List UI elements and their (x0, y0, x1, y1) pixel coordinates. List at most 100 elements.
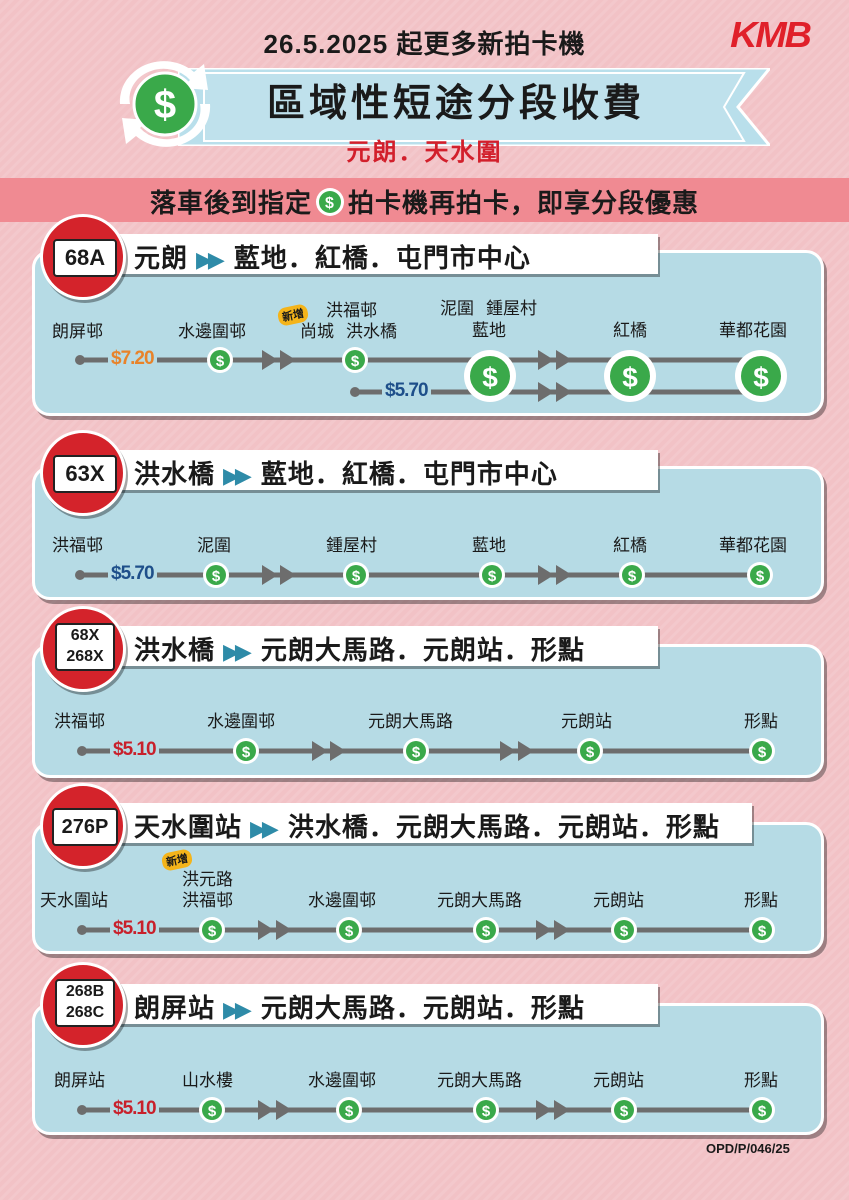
dollar-refresh-icon: $ (342, 347, 368, 373)
stop-label: 洪福邨 (52, 536, 103, 555)
dot-icon (350, 387, 360, 397)
route-number: 276P (52, 808, 118, 846)
route-title: 洪水橋▶▶藍地．紅橋．屯門市中心 (134, 454, 558, 491)
svg-text:$: $ (482, 1103, 491, 1120)
stop-label: 鍾屋村 (326, 536, 377, 555)
svg-text:$: $ (488, 568, 497, 585)
route-number-line: 268B (65, 983, 105, 1000)
route-number-line: 68X (70, 627, 100, 644)
route-title-bar (92, 984, 658, 1024)
route-destination: 藍地．紅橋．屯門市中心 (260, 459, 558, 489)
route-number-line: 268X (66, 648, 104, 665)
route-destination: 洪水橋．元朗大馬路．元朗站．形點 (287, 812, 720, 842)
stop-label: 泥圍 (197, 536, 231, 555)
fare-label: $5.10 (110, 1098, 159, 1120)
svg-text:$: $ (345, 923, 354, 940)
svg-text:$: $ (412, 744, 421, 761)
svg-text:$: $ (351, 353, 360, 370)
stop-label: 洪福邨 (54, 712, 105, 731)
page-subtitle: 元朗．天水圍 (346, 139, 503, 166)
stop-label: 鍾屋村 (486, 299, 537, 318)
route-destination: 元朗大馬路．元朗站．形點 (260, 635, 585, 665)
dollar-refresh-icon: $ (316, 188, 344, 216)
fare-label: $5.10 (110, 918, 159, 940)
stop-label: 水邊圍邨 (308, 891, 376, 910)
dollar-refresh-icon: $ (735, 350, 787, 402)
stop-label: 元朗大馬路 (368, 712, 453, 731)
svg-text:$: $ (620, 1103, 629, 1120)
svg-text:$: $ (216, 353, 225, 370)
svg-text:$: $ (756, 568, 765, 585)
fare-label: $5.10 (110, 739, 159, 761)
svg-text:$: $ (325, 195, 335, 212)
route-origin: 洪水橋 (134, 635, 216, 665)
route-title: 天水圍站▶▶洪水橋．元朗大馬路．元朗站．形點 (134, 807, 720, 844)
stop-label: 天水圍站 (40, 891, 108, 910)
double-arrow-icon (538, 350, 554, 370)
title-ribbon (178, 68, 770, 146)
svg-text:$: $ (586, 744, 595, 761)
svg-text:$: $ (154, 83, 176, 127)
dollar-refresh-icon: $ (604, 350, 656, 402)
route-number: 63X (53, 455, 117, 493)
svg-text:$: $ (482, 923, 491, 940)
route-title: 洪水橋▶▶元朗大馬路．元朗站．形點 (134, 630, 585, 667)
svg-text:$: $ (482, 362, 498, 393)
svg-text:$: $ (758, 744, 767, 761)
route-title: 元朗▶▶藍地．紅橋．屯門市中心 (134, 238, 531, 275)
stop-label: 元朗站 (593, 891, 644, 910)
route-origin: 朗屏站 (134, 993, 216, 1023)
stop-label: 朗屏邨 (52, 322, 103, 341)
stop-label: 朗屏站 (54, 1071, 105, 1090)
kmb-logo: KMB (730, 14, 812, 55)
stop-label: 藍地 (472, 536, 506, 555)
svg-text:$: $ (758, 923, 767, 940)
route-title-bar (92, 626, 658, 666)
route-destination: 藍地．紅橋．屯門市中心 (233, 243, 531, 273)
double-arrow-icon (538, 382, 554, 402)
svg-text:$: $ (242, 744, 251, 761)
stop-label: 元朗站 (593, 1071, 644, 1090)
svg-text:$: $ (753, 362, 769, 393)
dot-icon (75, 355, 85, 365)
svg-text:$: $ (620, 923, 629, 940)
stop-label: 水邊圍邨 (207, 712, 275, 731)
route-title-bar (92, 803, 752, 843)
route-number: 268B 268C (55, 979, 115, 1027)
route-panel-268b (32, 1003, 824, 1135)
date-line: 26.5.2025 起更多新拍卡機 (263, 29, 586, 59)
stop-label: 洪福邨 (326, 301, 377, 320)
stop-label: 尚城 (300, 322, 334, 341)
route-number: 68A (53, 239, 117, 277)
fare-label: $5.70 (108, 563, 157, 585)
document-code: OPD/P/046/25 (706, 1141, 790, 1156)
route-title-bar (92, 450, 658, 490)
svg-text:$: $ (622, 362, 638, 393)
svg-text:$: $ (212, 568, 221, 585)
route-title: 朗屏站▶▶元朗大馬路．元朗站．形點 (134, 988, 585, 1025)
stop-label: 元朗大馬路 (437, 1071, 522, 1090)
svg-text:$: $ (758, 1103, 767, 1120)
dollar-refresh-icon: $ (119, 61, 211, 147)
svg-text:$: $ (352, 568, 361, 585)
route-number: 68X 268X (55, 623, 115, 671)
svg-text:$: $ (208, 1103, 217, 1120)
route-origin: 天水圍站 (134, 812, 243, 842)
route-origin: 洪水橋 (134, 459, 216, 489)
stop-label: 水邊圍邨 (308, 1071, 376, 1090)
instruction-band (0, 178, 849, 222)
stop-label: 洪福邨 (182, 891, 233, 910)
stop-label: 形點 (744, 891, 778, 910)
stop-label: 形點 (744, 1071, 778, 1090)
route-destination: 元朗大馬路．元朗站．形點 (260, 993, 585, 1023)
stop-label: 形點 (744, 712, 778, 731)
fare-label: $7.20 (108, 348, 157, 370)
svg-text:$: $ (208, 923, 217, 940)
stop-label: 華都花園 (719, 536, 787, 555)
route-number-line: 268C (65, 1004, 105, 1021)
stop-label: 華都花園 (719, 321, 787, 340)
